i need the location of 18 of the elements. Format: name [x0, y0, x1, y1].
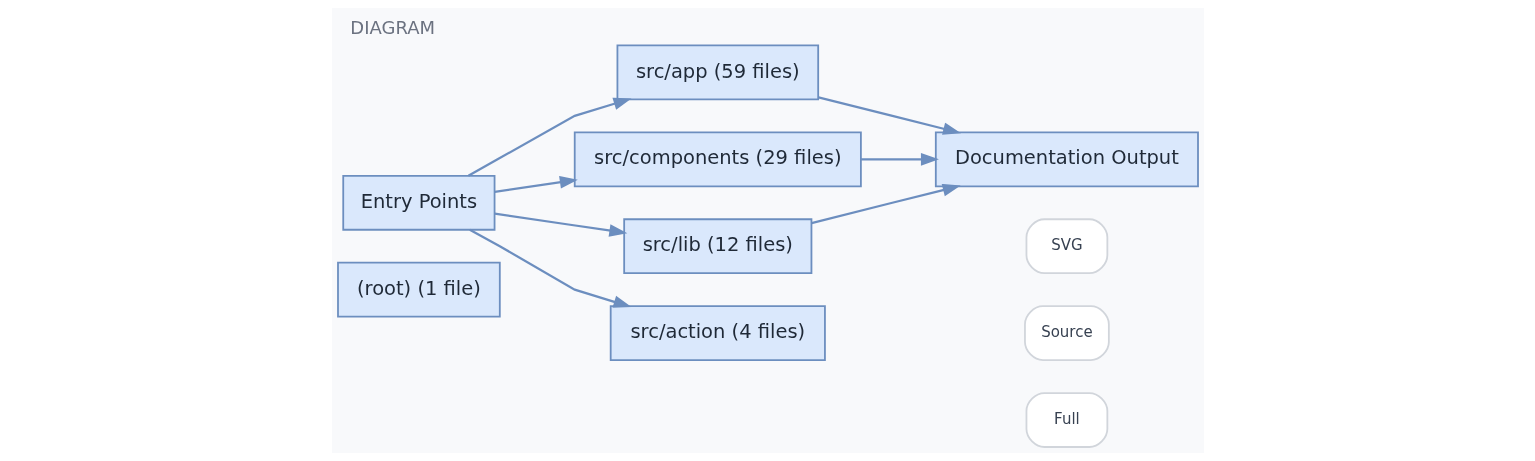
- label: Full: [1053, 409, 1080, 428]
- arrow: [494, 176, 578, 193]
- node-box: src/components (29 files): [573, 131, 862, 188]
- node-box: src/lib (12 files): [622, 218, 812, 275]
- diagram-title: DIAGRAM: [349, 17, 435, 39]
- node-box: (root) (1 file): [336, 261, 501, 318]
- label: Source: [1040, 322, 1093, 341]
- node-box: src/app (59 files): [616, 44, 819, 101]
- arrow: [494, 212, 627, 237]
- arrow: [810, 183, 961, 225]
- node-box: Entry Points: [341, 174, 495, 231]
- arrow: [860, 153, 939, 166]
- node-box: src/action (4 files): [609, 305, 826, 361]
- label: SVG: [1050, 235, 1083, 254]
- arrow: [468, 228, 631, 308]
- node-box: Documentation Output: [934, 131, 1199, 188]
- arrow: [467, 97, 631, 177]
- arrow: [817, 96, 961, 135]
